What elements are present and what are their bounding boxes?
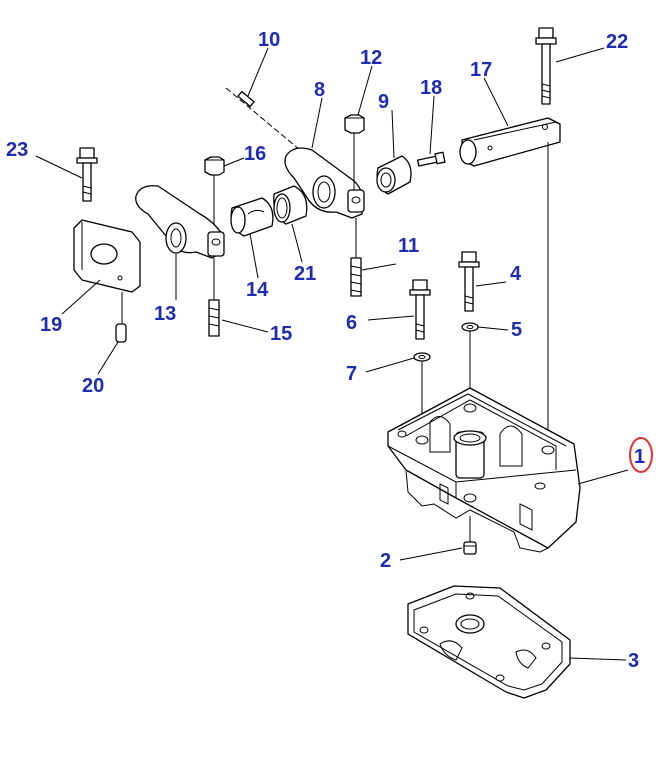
part-16-nut[interactable] bbox=[204, 156, 225, 236]
part-13-rocker-arm[interactable] bbox=[135, 185, 225, 259]
label-part-15[interactable]: 15 bbox=[270, 323, 292, 345]
label-part-14[interactable]: 14 bbox=[246, 279, 269, 301]
label-part-7[interactable]: 7 bbox=[346, 363, 357, 385]
part-3-gasket[interactable] bbox=[407, 585, 571, 699]
label-part-4[interactable]: 4 bbox=[510, 263, 522, 285]
label-part-11[interactable]: 11 bbox=[398, 235, 419, 257]
leader-lines bbox=[35, 47, 629, 661]
label-part-5[interactable]: 5 bbox=[511, 319, 522, 341]
part-1-rocker-housing[interactable] bbox=[387, 387, 581, 553]
part-11-adjust-screw[interactable] bbox=[350, 218, 362, 297]
part-10-pin[interactable] bbox=[225, 87, 301, 151]
part-8-rocker-arm[interactable] bbox=[284, 133, 365, 219]
part-19-bracket[interactable] bbox=[73, 219, 141, 293]
label-part-19[interactable]: 19 bbox=[40, 314, 62, 336]
part-5-washer[interactable] bbox=[461, 322, 479, 332]
part-21-bushing[interactable] bbox=[273, 185, 308, 225]
label-part-3[interactable]: 3 bbox=[628, 650, 639, 672]
part-labels: 1 2 3 4 5 6 7 8 9 10 11 12 13 14 15 16 1… bbox=[6, 29, 645, 672]
part-14-sleeve[interactable] bbox=[230, 197, 274, 237]
part-9-bushing[interactable] bbox=[376, 155, 412, 195]
label-part-23[interactable]: 23 bbox=[6, 139, 28, 161]
part-12-nut[interactable] bbox=[344, 114, 365, 134]
part-20-dowel-pin[interactable] bbox=[115, 292, 127, 343]
label-part-1[interactable]: 1 bbox=[634, 446, 645, 468]
label-part-18[interactable]: 18 bbox=[420, 77, 442, 99]
label-part-21[interactable]: 21 bbox=[294, 263, 316, 285]
label-part-10[interactable]: 10 bbox=[258, 29, 280, 51]
label-part-13[interactable]: 13 bbox=[154, 303, 176, 325]
label-part-16[interactable]: 16 bbox=[244, 143, 266, 165]
part-17-rocker-shaft[interactable] bbox=[459, 117, 561, 167]
part-2-plug[interactable] bbox=[463, 541, 477, 555]
highlight-ring bbox=[629, 437, 653, 473]
part-15-adjust-screw[interactable] bbox=[208, 258, 220, 337]
part-4-bolt[interactable] bbox=[458, 251, 480, 312]
label-part-2[interactable]: 2 bbox=[380, 550, 391, 572]
label-part-8[interactable]: 8 bbox=[314, 79, 325, 101]
part-6-bolt[interactable] bbox=[409, 279, 431, 340]
part-22-bolt[interactable] bbox=[535, 27, 557, 105]
label-part-20[interactable]: 20 bbox=[82, 375, 104, 397]
label-part-6[interactable]: 6 bbox=[346, 312, 357, 334]
part-23-bolt[interactable] bbox=[76, 147, 98, 202]
label-part-22[interactable]: 22 bbox=[606, 31, 628, 53]
label-part-9[interactable]: 9 bbox=[378, 91, 389, 113]
label-part-17[interactable]: 17 bbox=[470, 59, 492, 81]
label-part-12[interactable]: 12 bbox=[360, 47, 382, 69]
part-7-washer[interactable] bbox=[413, 352, 431, 362]
part-18-set-screw[interactable] bbox=[416, 151, 446, 167]
